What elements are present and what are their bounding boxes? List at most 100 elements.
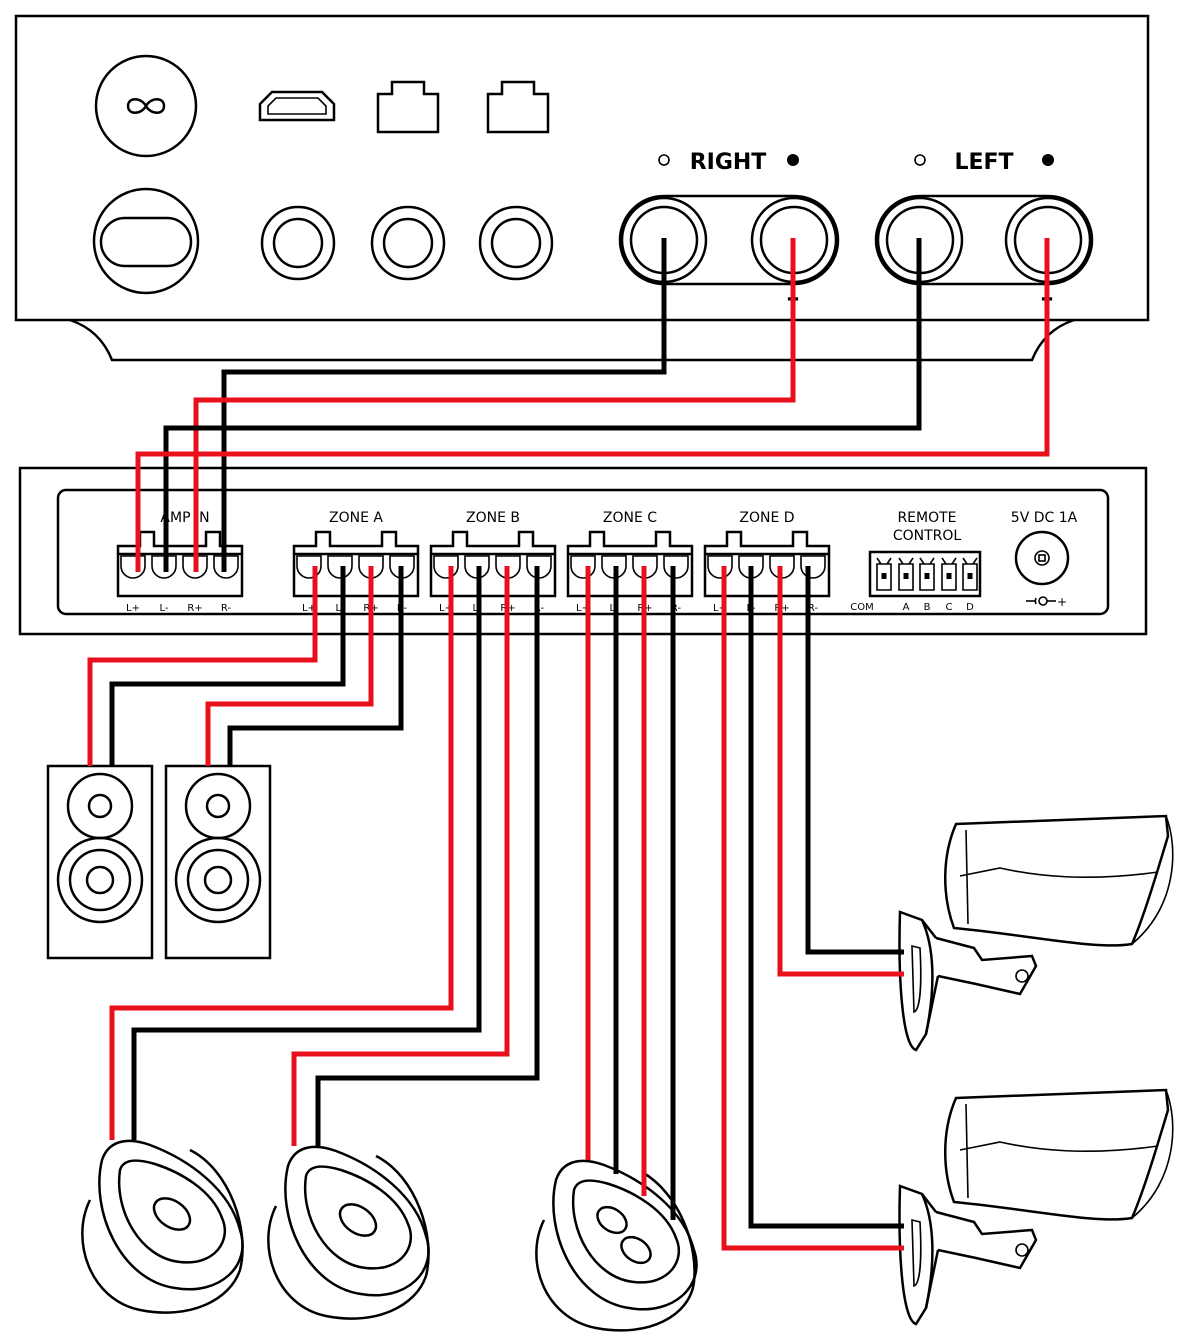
remote-pin-icon xyxy=(941,557,957,591)
mount-bolt xyxy=(1015,1243,1029,1257)
outdoor-speaker-2 xyxy=(898,1088,1174,1326)
zone-d-left-minus-wire xyxy=(748,566,904,1229)
hdmi-port-inner-icon xyxy=(267,97,327,115)
pin-label: R- xyxy=(808,603,819,614)
zone-distributor-panel: AMP IN ZONE A ZONE B ZONE C ZONE D REMOT… xyxy=(18,466,1148,636)
bookshelf-speaker-left xyxy=(46,764,154,960)
grille-edge xyxy=(1131,1089,1174,1219)
amp-right-plus-wire xyxy=(193,238,796,572)
cone-body xyxy=(117,1159,227,1264)
zone-a-label: ZONE A xyxy=(329,510,383,526)
zone-b-right-minus-wire xyxy=(315,566,540,1146)
zone-b-terminal-icon xyxy=(429,530,557,598)
terminal-screw-icon xyxy=(663,555,689,579)
housing-seam xyxy=(959,1141,1159,1153)
outdoor-speaker-1 xyxy=(898,814,1174,1052)
zone-d-left-plus-wire xyxy=(721,566,904,1251)
terminal-block-body xyxy=(292,530,420,598)
pin-label: L+ xyxy=(713,603,727,614)
dc-power-jack-icon xyxy=(1014,530,1070,606)
zone-a-right-minus-wire xyxy=(227,566,404,766)
dc-polarity-plus: + xyxy=(1057,595,1067,609)
ceiling-speaker-1 xyxy=(81,1139,244,1314)
zone-a-left-plus-wire xyxy=(87,566,318,766)
cone-back xyxy=(535,1170,696,1332)
zone-b-label: ZONE B xyxy=(466,510,520,526)
zone-a-right-plus-wire xyxy=(205,566,374,766)
speaker-wires xyxy=(87,238,1050,1251)
cone-body xyxy=(571,1179,681,1284)
mount-arm xyxy=(935,936,1038,996)
remote-pin-contact xyxy=(903,573,909,579)
zone-c-label: ZONE C xyxy=(603,510,657,526)
remote-pin-b: B xyxy=(924,602,931,613)
cone-back xyxy=(267,1154,430,1320)
remote-pin-icon xyxy=(919,557,935,591)
zone-b-left-minus-wire xyxy=(131,566,482,1140)
remote-pin-icon xyxy=(876,557,892,591)
terminal-block-body xyxy=(429,530,557,598)
power-input-label: 5V DC 1A xyxy=(1011,510,1078,526)
terminal-screw-icon xyxy=(800,555,826,579)
ac-power-socket-icon xyxy=(92,187,200,295)
housing-edge xyxy=(965,829,969,925)
bookshelf-speaker-right xyxy=(164,764,272,960)
zone-b-left-plus-wire xyxy=(109,566,454,1140)
in-ceiling-speakers xyxy=(81,1139,698,1332)
remote-pin-contact xyxy=(924,573,930,579)
ethernet-port-icon xyxy=(376,80,440,134)
rca-jack-icon xyxy=(478,205,554,281)
terminal-block-body xyxy=(703,530,831,598)
zone-d-label: ZONE D xyxy=(739,510,794,526)
hdmi-port-icon xyxy=(258,90,336,122)
pin-label: R+ xyxy=(187,603,202,614)
remote-pin-com: COM xyxy=(850,602,873,613)
grille-edge xyxy=(1131,815,1174,945)
speaker-housing xyxy=(944,1088,1170,1221)
tweeter-dome xyxy=(596,1205,628,1235)
woofer-dome xyxy=(620,1235,652,1265)
terminal-screw-icon xyxy=(570,555,596,579)
right-channel-label: RIGHT xyxy=(690,150,767,175)
terminal-screw-icon xyxy=(213,555,239,579)
ceiling-speaker-2 xyxy=(267,1145,430,1320)
cone-dome xyxy=(338,1203,378,1237)
housing-edge xyxy=(965,1103,969,1199)
ethernet-port-icon xyxy=(486,80,550,134)
remote-control-label-1: REMOTE xyxy=(897,510,956,526)
amplifier-rear-panel: RIGHT – LEFT – xyxy=(14,14,1150,362)
mount-bolt xyxy=(1015,969,1029,983)
pin-label: L- xyxy=(335,603,344,614)
infinity-logo-icon xyxy=(94,54,198,158)
remote-pin-d: D xyxy=(966,602,974,613)
bracket-slot xyxy=(911,944,922,1014)
terminal-screw-icon xyxy=(327,555,353,579)
cone-dome xyxy=(152,1197,192,1231)
terminal-screw-icon xyxy=(769,555,795,579)
remote-pin-a: A xyxy=(903,602,910,613)
wall-bracket xyxy=(898,910,934,1052)
terminal-screw-icon xyxy=(182,555,208,579)
pin-label: L+ xyxy=(439,603,453,614)
pin-label: L- xyxy=(159,603,168,614)
terminal-screw-icon xyxy=(296,555,322,579)
remote-pin-contact xyxy=(967,573,973,579)
terminal-screw-icon xyxy=(526,555,552,579)
pin-label: L+ xyxy=(576,603,590,614)
remote-pin-icon xyxy=(962,557,978,591)
zone-d-terminal-icon xyxy=(703,530,831,598)
amp-left-minus-wire xyxy=(163,238,922,572)
mount-arm xyxy=(935,1210,1038,1270)
ceiling-speaker-3 xyxy=(535,1159,698,1332)
remote-control-label-2: CONTROL xyxy=(893,528,962,544)
bracket-join xyxy=(921,1193,940,1309)
amp-right-minus-wire xyxy=(221,238,667,572)
pin-label: L+ xyxy=(126,603,140,614)
remote-control-terminal-icon xyxy=(868,550,982,598)
wall-bracket xyxy=(898,1184,934,1326)
remote-pin-contact xyxy=(881,573,887,579)
terminal-block-body xyxy=(566,530,694,598)
bracket-slot xyxy=(911,1218,922,1288)
housing-seam xyxy=(959,867,1159,879)
